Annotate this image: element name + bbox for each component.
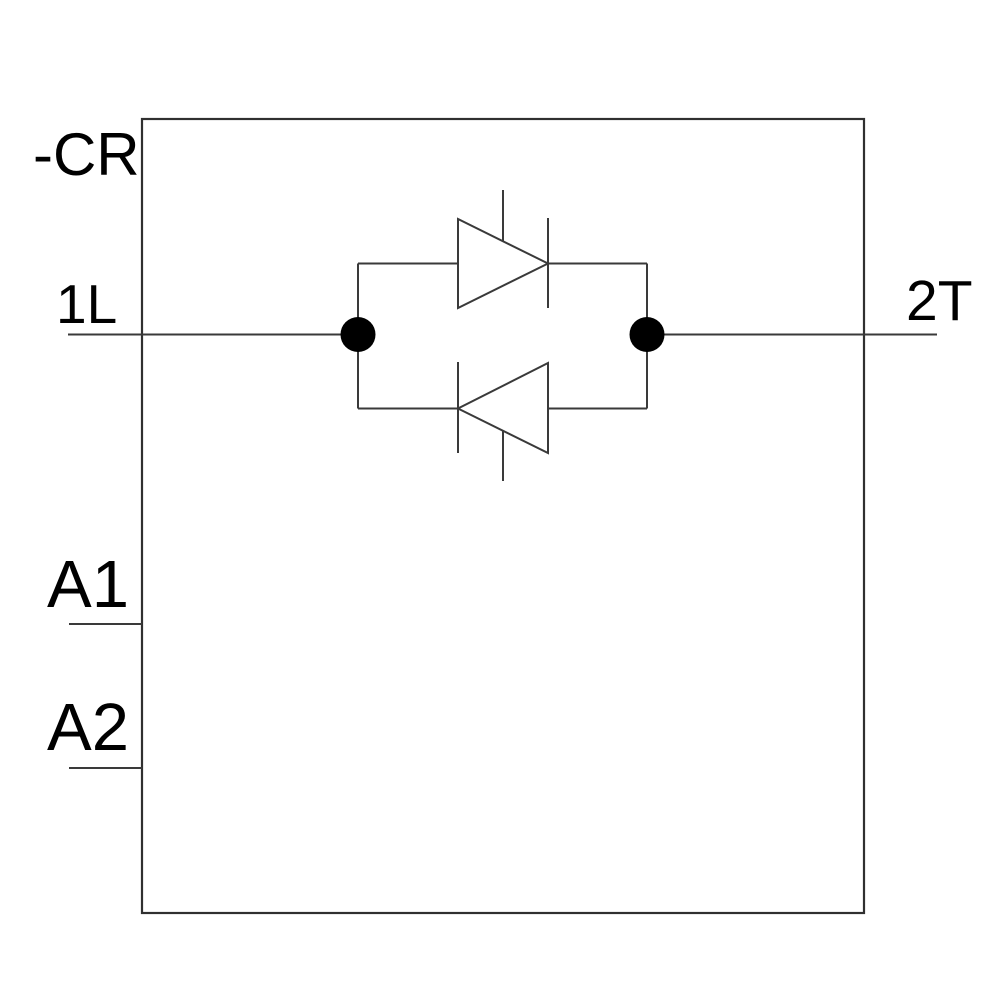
terminal-label-1l: 1L (56, 273, 117, 335)
thyristor-right-icon (457, 190, 551, 310)
junction-dot-right (629, 317, 665, 352)
thyristor-left-icon (455, 361, 549, 481)
enclosure-box (140, 117, 866, 915)
device-ref-label: -CR (33, 121, 140, 188)
terminal-label-2t: 2T (906, 269, 973, 333)
thyristor-right-triangle (457, 217, 551, 310)
control-label-a1: A1 (47, 547, 129, 622)
control-label-a2: A2 (47, 690, 129, 765)
thyristor-left-triangle (455, 361, 549, 455)
junction-dot-left (340, 317, 376, 352)
